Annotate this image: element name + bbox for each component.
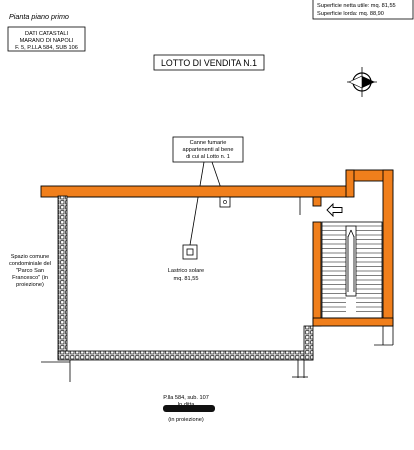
lot-title-box: LOTTO DI VENDITA N.1 [153, 54, 265, 71]
chimney-small-dot [223, 200, 227, 204]
wall-left-hatched [57, 195, 68, 360]
bottom-note-line-3: (in proiezione) [168, 417, 204, 423]
staircase [321, 221, 383, 319]
chimney-note-line-3: di cui al Lotto n. 1 [186, 154, 230, 160]
lot-title: LOTTO DI VENDITA N.1 [161, 58, 257, 68]
left-note-line-2: condominiale del [9, 261, 51, 267]
wall-bottom-right-hatched [303, 325, 314, 361]
wall-step [345, 169, 355, 198]
redaction-bar [163, 405, 215, 412]
cadastral-line-2: MARANO DI NAPOLI [20, 38, 74, 44]
left-note: Spazio comune condominiale del "Parco Sa… [9, 254, 51, 288]
floor-title: Pianta piano primo [9, 12, 69, 21]
chimney-note-line-1: Canne fumarie [190, 140, 227, 146]
left-note-line-5: proiezione) [16, 282, 44, 288]
chimney-large-inner [186, 248, 194, 256]
wall-bottom-right [312, 317, 394, 327]
arrow-left-icon [326, 202, 343, 218]
cadastral-box: DATI CATASTALI MARANO DI NAPOLI F. 5, P.… [7, 26, 86, 52]
terrace-label-line-2: mq. 81,55 [174, 276, 199, 282]
chimney-small-square [219, 196, 231, 208]
bottom-note-line-1: P.lla 584, sub. 107 [163, 395, 209, 401]
terrace-label-line-1: Lastrico solare [168, 268, 204, 274]
wall-stub-upper [312, 196, 322, 207]
left-note-line-4: Francesco" (in [12, 275, 48, 281]
watermark: casa.it [182, 300, 281, 338]
hatched-walls [57, 195, 314, 361]
surface-line-2: Superficie lorda: mq. 88,90 [317, 11, 384, 17]
stair-arrow-icon [347, 229, 355, 292]
cadastral-line-3: F. 5, P.LLA 584, SUB 106 [15, 45, 78, 51]
wall-stair-left [312, 221, 322, 327]
wall-right [382, 169, 394, 327]
surface-line-1: Superficie netta utile: mq. 81,55 [317, 3, 396, 9]
stair-well [321, 221, 383, 319]
cadastral-line-1: DATI CATASTALI [25, 31, 69, 37]
wall-top [40, 185, 349, 198]
left-note-line-3: "Parco San [16, 268, 44, 274]
north-arrow-icon [347, 67, 377, 97]
chimney-note-line-2: appartenenti al bene [182, 147, 233, 153]
chimney-note-box: Canne fumarie appartenenti al bene di cu… [172, 136, 244, 163]
surface-box: Superficie netta utile: mq. 81,55 Superf… [312, 0, 414, 20]
stair-steps [322, 225, 382, 312]
chimney-leader-1 [189, 161, 205, 246]
left-note-line-1: Spazio comune [11, 254, 50, 260]
stair-core [345, 225, 357, 297]
wall-bottom-hatched [57, 350, 314, 361]
projection-lines [41, 197, 394, 382]
